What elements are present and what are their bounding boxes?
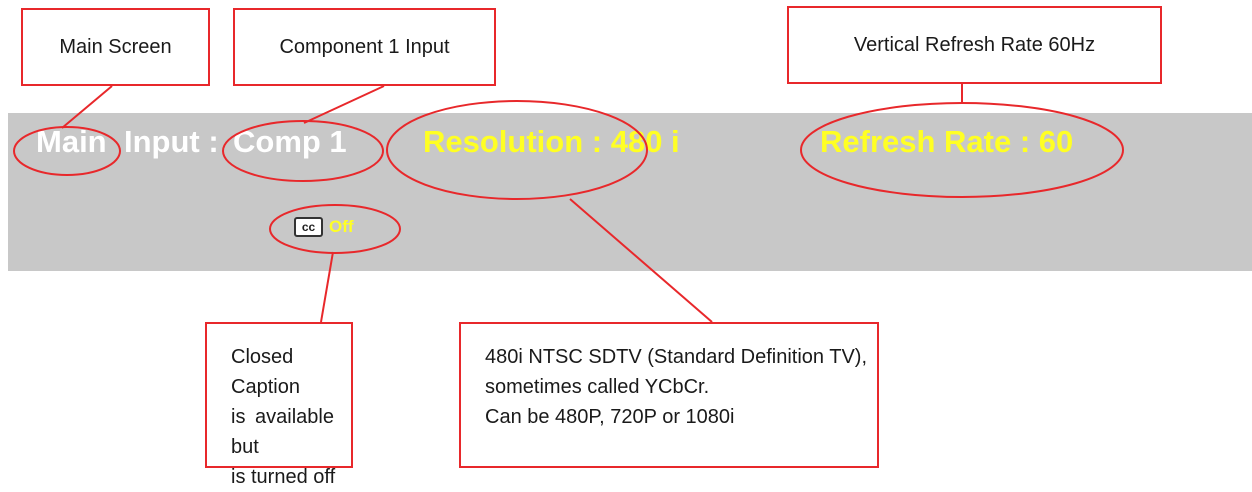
leader-closed-caption	[320, 251, 334, 323]
cc-icon: cc	[294, 217, 323, 237]
annotation-overlay	[13, 84, 1124, 323]
callout-closed-caption-line: Closed Caption	[231, 346, 300, 398]
callout-component-input-text: Component 1 Input	[279, 35, 450, 58]
callout-main-screen: Main Screen	[21, 8, 210, 86]
ellipse-refresh-rate	[800, 102, 1124, 198]
cc-state: Off	[329, 217, 354, 236]
callout-main-screen-text: Main Screen	[59, 35, 172, 58]
callout-refresh-rate: Vertical Refresh Rate 60Hz	[787, 6, 1162, 84]
ellipse-closed-caption	[269, 204, 401, 254]
callout-resolution: 480i NTSC SDTV (Standard Definition TV),…	[459, 322, 879, 468]
callout-refresh-rate-text: Vertical Refresh Rate 60Hz	[853, 33, 1096, 56]
leader-component-input	[303, 85, 385, 124]
callout-closed-caption: Closed Caption is available but is turne…	[205, 322, 353, 488]
ellipse-main	[13, 126, 121, 176]
callout-component-input: Component 1 Input	[233, 8, 496, 86]
callout-resolution-line: Can be 480P, 720P or 1080i	[485, 406, 735, 428]
osd-input-value: Comp 1	[233, 124, 347, 159]
osd-bar	[8, 113, 1252, 271]
leader-resolution	[569, 198, 713, 323]
leader-main-screen	[61, 85, 113, 129]
osd-refresh-rate: Refresh Rate : 60	[820, 124, 1074, 159]
callout-resolution-line: 480i NTSC SDTV (Standard Definition TV),	[485, 346, 868, 368]
ellipse-input-value	[222, 120, 384, 182]
osd-input-label: Input :	[124, 124, 219, 159]
callout-closed-caption-line: is available but	[231, 406, 334, 458]
ellipse-resolution	[386, 100, 648, 200]
callout-resolution-line: sometimes called YCbCr.	[485, 376, 710, 398]
